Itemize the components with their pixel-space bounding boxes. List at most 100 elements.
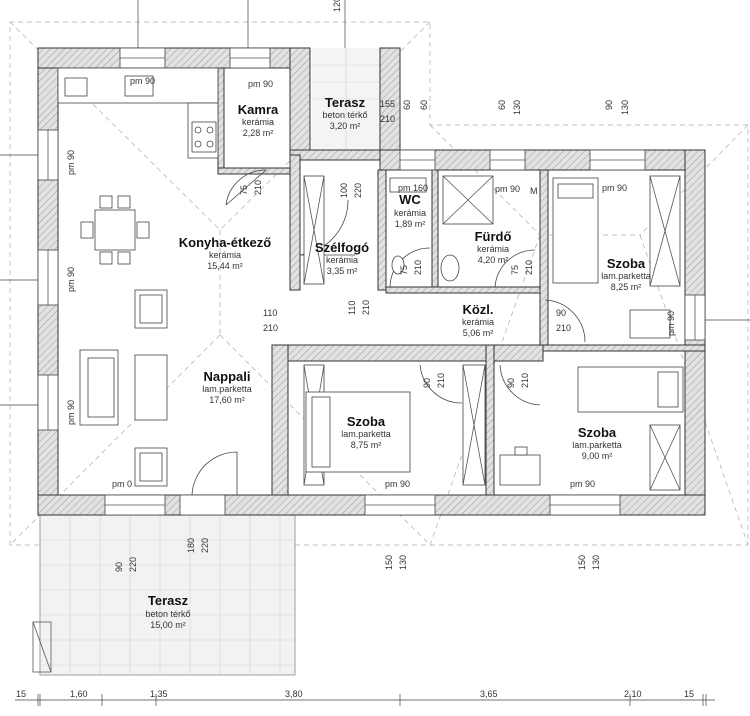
bottom-dimension-chain: 15 1,60 1,35 3,80 3,65 2,10 15 bbox=[16, 689, 694, 699]
dim-label: 110 bbox=[347, 301, 357, 315]
room-name-konyha: Konyha-étkező bbox=[179, 235, 272, 250]
dim-label: 210 bbox=[436, 373, 446, 388]
room-material-szoba-mid: lam.parketta bbox=[341, 429, 391, 439]
pm-label: pm 90 bbox=[66, 267, 76, 292]
annotations: pm 90 pm 90 pm 160 pm 90 M pm 90 pm 90 p… bbox=[66, 76, 676, 489]
room-material-kamra: kerámia bbox=[242, 117, 274, 127]
dim-label: 210 bbox=[413, 260, 423, 275]
room-area-furdo: 4,20 m² bbox=[478, 255, 509, 265]
room-name-terasz-front: Terasz bbox=[325, 95, 366, 110]
dim-label: 210 bbox=[380, 114, 395, 124]
furniture bbox=[57, 67, 684, 491]
room-material-szoba-se: lam.parketta bbox=[572, 440, 622, 450]
dim-label: 120 bbox=[332, 0, 342, 12]
terrace-front bbox=[312, 48, 380, 150]
dim-label: 130 bbox=[398, 555, 408, 570]
dim-label: 75 bbox=[510, 265, 520, 275]
pm-label: pm 90 bbox=[495, 184, 520, 194]
dim-chain-label: 2,10 bbox=[624, 689, 642, 699]
terrace-back bbox=[32, 514, 296, 676]
room-name-nappali: Nappali bbox=[204, 369, 251, 384]
room-area-konyha: 15,44 m² bbox=[207, 261, 243, 271]
room-area-terasz-back: 15,00 m² bbox=[150, 620, 186, 630]
dim-label: 130 bbox=[591, 555, 601, 570]
dim-label: 100 bbox=[339, 183, 349, 198]
room-material-szoba-ne: lam.parketta bbox=[601, 271, 651, 281]
dim-label: 210 bbox=[524, 260, 534, 275]
room-material-nappali: lam.parketta bbox=[202, 384, 252, 394]
windows bbox=[37, 47, 706, 516]
pm-label: pm 90 bbox=[602, 183, 627, 193]
room-name-furdo: Fürdő bbox=[475, 229, 512, 244]
dim-chain-label: 3,80 bbox=[285, 689, 303, 699]
room-name-szoba-mid: Szoba bbox=[347, 414, 386, 429]
dim-label: 110 bbox=[263, 308, 277, 318]
pm-label: pm 90 bbox=[666, 311, 676, 336]
dim-label: 60 bbox=[419, 100, 429, 110]
dim-label: 60 bbox=[402, 100, 412, 110]
room-material-terasz-back: beton térkő bbox=[145, 609, 190, 619]
room-name-kamra: Kamra bbox=[238, 102, 279, 117]
room-name-wc: WC bbox=[399, 192, 421, 207]
dim-label: 90 bbox=[556, 308, 566, 318]
dim-label: 210 bbox=[556, 323, 571, 333]
pm-label: pm 90 bbox=[385, 479, 410, 489]
dim-label: 155 bbox=[380, 99, 395, 109]
dim-label: 90 bbox=[114, 562, 124, 572]
dim-label: 210 bbox=[520, 373, 530, 388]
dim-label: 130 bbox=[620, 100, 630, 115]
dim-label: 90 bbox=[422, 378, 432, 388]
room-name-szelfogo: Szélfogó bbox=[315, 240, 369, 255]
room-labels: Konyha-étkező kerámia 15,44 m² Kamra ker… bbox=[145, 95, 650, 630]
room-name-kozl: Közl. bbox=[462, 302, 493, 317]
dim-chain-label: 15 bbox=[684, 689, 694, 699]
dim-chain-label: 15 bbox=[16, 689, 26, 699]
dim-label: 180 bbox=[186, 538, 196, 553]
dim-label: 220 bbox=[353, 183, 363, 198]
room-name-szoba-se: Szoba bbox=[578, 425, 617, 440]
dim-label: 130 bbox=[512, 100, 522, 115]
room-material-terasz-front: beton térkő bbox=[322, 110, 367, 120]
dim-label: 210 bbox=[263, 323, 278, 333]
room-name-terasz-back: Terasz bbox=[148, 593, 189, 608]
dim-label: 150 bbox=[384, 555, 394, 570]
room-material-furdo: kerámia bbox=[477, 244, 509, 254]
dim-label: 210 bbox=[361, 300, 371, 315]
dim-label: 150 bbox=[577, 555, 587, 570]
dim-label: 75 bbox=[399, 265, 409, 275]
dim-label: 220 bbox=[200, 538, 210, 553]
room-area-kamra: 2,28 m² bbox=[243, 128, 274, 138]
room-material-konyha: kerámia bbox=[209, 250, 241, 260]
room-area-szoba-mid: 8,75 m² bbox=[351, 440, 382, 450]
dim-label: 75 bbox=[239, 185, 249, 195]
pm-label: pm 90 bbox=[66, 150, 76, 175]
dim-label: 90 bbox=[506, 378, 516, 388]
pm-label: pm 90 bbox=[130, 76, 155, 86]
room-material-kozl: kerámia bbox=[462, 317, 494, 327]
room-area-szoba-ne: 8,25 m² bbox=[611, 282, 642, 292]
m-label: M bbox=[530, 186, 538, 196]
room-area-nappali: 17,60 m² bbox=[209, 395, 245, 405]
room-area-szelfogo: 3,35 m² bbox=[327, 266, 358, 276]
room-name-szoba-ne: Szoba bbox=[607, 256, 646, 271]
door-dimensions: 75 210 100 220 75 210 75 210 110 210 110… bbox=[114, 0, 630, 572]
pm-label: pm 90 bbox=[570, 479, 595, 489]
room-material-wc: kerámia bbox=[394, 208, 426, 218]
room-area-wc: 1,89 m² bbox=[395, 219, 426, 229]
dim-chain-label: 1,35 bbox=[150, 689, 168, 699]
interior-walls bbox=[217, 67, 706, 496]
room-material-szelfogo: kerámia bbox=[326, 255, 358, 265]
pm-label: pm 0 bbox=[112, 479, 132, 489]
dim-chain-label: 1,60 bbox=[70, 689, 88, 699]
pm-label: pm 90 bbox=[66, 400, 76, 425]
pm-label: pm 160 bbox=[398, 183, 428, 193]
dim-label: 210 bbox=[253, 180, 263, 195]
room-area-kozl: 5,06 m² bbox=[463, 328, 494, 338]
pm-label: pm 90 bbox=[248, 79, 273, 89]
dim-label: 220 bbox=[128, 557, 138, 572]
room-area-szoba-se: 9,00 m² bbox=[582, 451, 613, 461]
dim-label: 60 bbox=[497, 100, 507, 110]
dim-label: 90 bbox=[604, 100, 614, 110]
